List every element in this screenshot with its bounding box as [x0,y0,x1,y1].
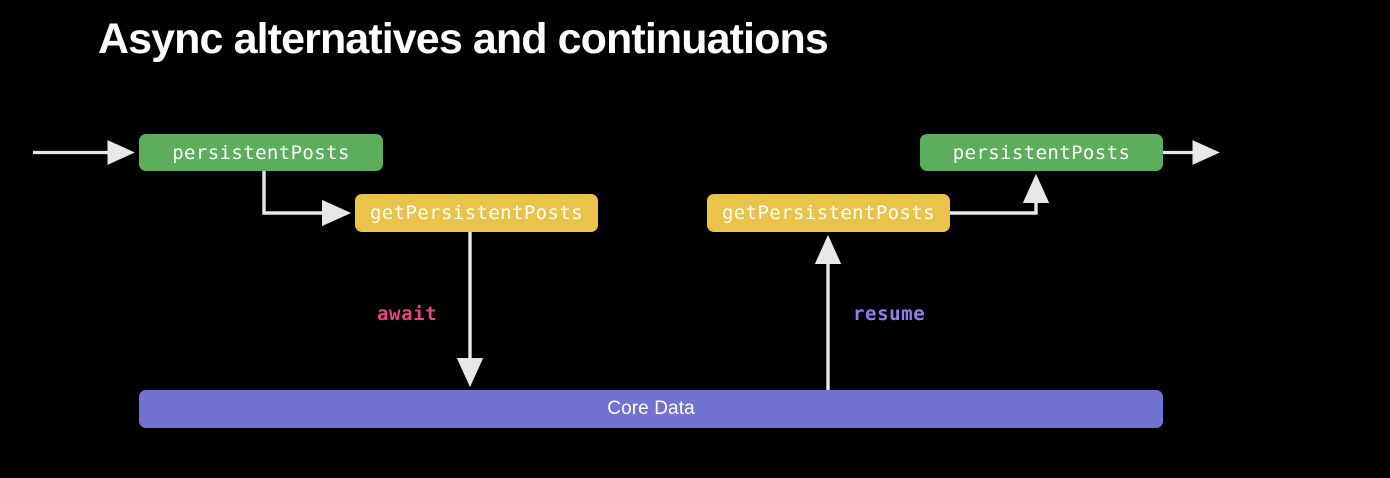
page-title: Async alternatives and continuations [98,15,829,63]
node-caller-right-label: persistentPosts [952,141,1131,164]
node-caller-left-label: persistentPosts [172,141,350,164]
await-label: await [377,303,438,325]
caller-to-callee-edge [262,171,352,227]
node-callee-left[interactable]: getPersistentPosts [355,194,598,232]
callee-to-caller-edge [950,173,1050,215]
node-callee-right-label: getPersistentPosts [721,202,936,224]
node-callee-left-label: getPersistentPosts [369,202,584,224]
node-callee-right[interactable]: getPersistentPosts [707,194,950,232]
node-caller-left[interactable]: persistentPosts [139,134,383,171]
node-core-data-store[interactable]: Core Data [139,390,1163,428]
node-core-data-label: Core Data [607,398,695,419]
resume-label: resume [853,303,926,325]
node-caller-right[interactable]: persistentPosts [920,134,1163,171]
